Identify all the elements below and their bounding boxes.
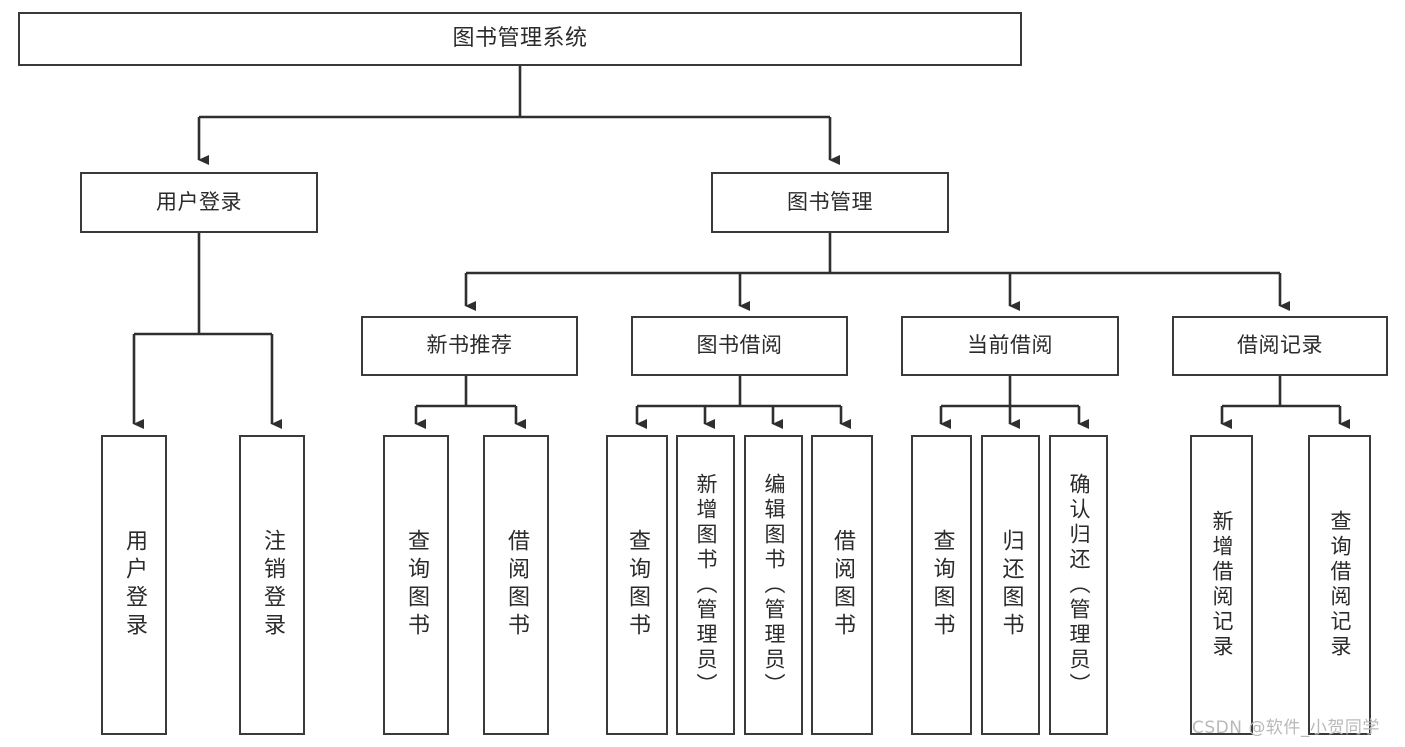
leaf-new-book-query-books[interactable]: 查询图书 xyxy=(383,435,449,735)
leaf-book-borrow-borrow-books[interactable]: 借阅图书 xyxy=(811,435,873,735)
node-borrow-record[interactable]: 借阅记录 xyxy=(1172,316,1388,376)
node-label: 查询借阅记录 xyxy=(1328,510,1352,660)
leaf-book-borrow-edit-book-admin[interactable]: 编辑图书（管理员） xyxy=(744,435,803,735)
node-label: 借阅记录 xyxy=(1237,333,1323,358)
node-label: 用户登录 xyxy=(156,189,242,214)
node-book-borrow[interactable]: 图书借阅 xyxy=(631,316,848,376)
node-book-management[interactable]: 图书管理 xyxy=(711,172,949,233)
node-label: 查询图书 xyxy=(625,529,650,641)
node-label: 借阅图书 xyxy=(830,529,855,641)
node-root-book-management-system[interactable]: 图书管理系统 xyxy=(18,12,1022,66)
node-label: 图书借阅 xyxy=(696,333,783,358)
node-label: 当前借阅 xyxy=(967,333,1053,358)
node-label: 图书管理 xyxy=(787,189,873,214)
leaf-borrow-record-query-record[interactable]: 查询借阅记录 xyxy=(1308,435,1371,735)
leaf-current-borrow-return-books[interactable]: 归还图书 xyxy=(981,435,1040,735)
leaf-current-borrow-query-books[interactable]: 查询图书 xyxy=(911,435,972,735)
leaf-book-borrow-add-book-admin[interactable]: 新增图书（管理员） xyxy=(676,435,735,735)
node-label: 用户登录 xyxy=(122,529,147,641)
node-label: 图书管理系统 xyxy=(452,25,588,51)
leaf-user-login-login[interactable]: 用户登录 xyxy=(101,435,167,735)
node-label: 借阅图书 xyxy=(504,529,529,641)
leaf-user-login-logout[interactable]: 注销登录 xyxy=(239,435,305,735)
leaf-borrow-record-add-record[interactable]: 新增借阅记录 xyxy=(1190,435,1253,735)
node-label: 新增借阅记录 xyxy=(1210,510,1234,660)
node-label: 新书推荐 xyxy=(426,333,513,358)
node-label: 查询图书 xyxy=(404,529,429,641)
node-user-login[interactable]: 用户登录 xyxy=(80,172,318,233)
csdn-watermark: CSDN @软件_小贺同学 xyxy=(1192,718,1380,738)
node-current-borrow[interactable]: 当前借阅 xyxy=(901,316,1119,376)
node-label: 归还图书 xyxy=(998,529,1024,641)
node-label: 新增图书（管理员） xyxy=(694,472,718,698)
node-label: 查询图书 xyxy=(929,529,955,641)
leaf-current-borrow-confirm-return-admin[interactable]: 确认归还（管理员） xyxy=(1049,435,1108,735)
node-label: 编辑图书（管理员） xyxy=(762,472,786,698)
leaf-new-book-borrow-books[interactable]: 借阅图书 xyxy=(483,435,549,735)
node-label: 注销登录 xyxy=(260,529,285,641)
node-new-book-recommend[interactable]: 新书推荐 xyxy=(361,316,578,376)
node-label: 确认归还（管理员） xyxy=(1067,472,1091,698)
leaf-book-borrow-query-books[interactable]: 查询图书 xyxy=(606,435,668,735)
